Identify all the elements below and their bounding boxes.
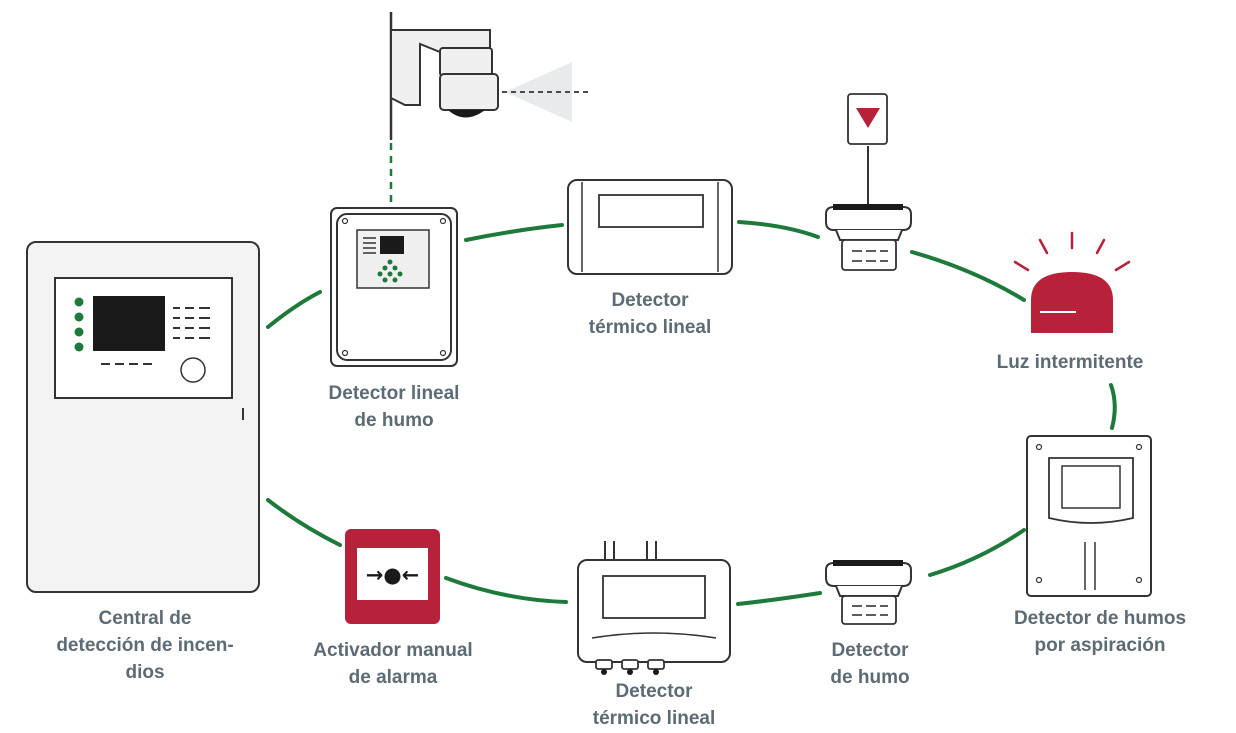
- link-aspirating-to-smoke-bottom: [928, 528, 1026, 577]
- label-manual-call: Activador manual de alarma: [313, 640, 473, 688]
- label-flash-light: Luz intermitente: [996, 352, 1144, 373]
- flashing-light-icon[interactable]: [1013, 231, 1131, 333]
- control-panel-icon[interactable]: [26, 241, 260, 593]
- linear-heat-detector-bottom-icon[interactable]: [577, 541, 731, 675]
- label-linear-heat-bottom: Detector térmico lineal: [592, 681, 716, 729]
- aspirating-detector-icon[interactable]: [1026, 435, 1152, 597]
- label-smoke-detector: Detector de humo: [830, 640, 910, 688]
- link-heat-top-to-smoke-top: [737, 220, 820, 239]
- link-heat-bottom-to-call-point: [444, 576, 568, 604]
- label-central: Central de detección de incen- dios: [56, 608, 234, 683]
- smoke-detector-top-icon[interactable]: [825, 93, 912, 271]
- link-smoke-bottom-to-heat-bottom: [736, 591, 822, 606]
- beam-detector-icon[interactable]: [330, 207, 458, 367]
- manual-call-symbol: →●←: [366, 563, 420, 587]
- link-call-point-to-central: [266, 498, 342, 547]
- label-aspirating: Detector de humos por aspiración: [1013, 608, 1187, 656]
- link-light-to-aspirating: [1109, 383, 1117, 430]
- label-beam-detector: Detector lineal de humo: [328, 383, 460, 431]
- link-beam-to-heat-top: [464, 223, 564, 242]
- beam-reflector-icon: [389, 12, 590, 140]
- loop-connections: [266, 220, 1117, 606]
- link-smoke-top-to-light: [910, 250, 1026, 302]
- smoke-detector-bottom-icon[interactable]: [825, 560, 912, 625]
- manual-call-point-icon[interactable]: →●←: [345, 529, 440, 624]
- label-linear-heat-top: Detector térmico lineal: [588, 290, 712, 338]
- link-central-to-beam: [266, 290, 322, 329]
- linear-heat-detector-top-icon[interactable]: [567, 179, 733, 275]
